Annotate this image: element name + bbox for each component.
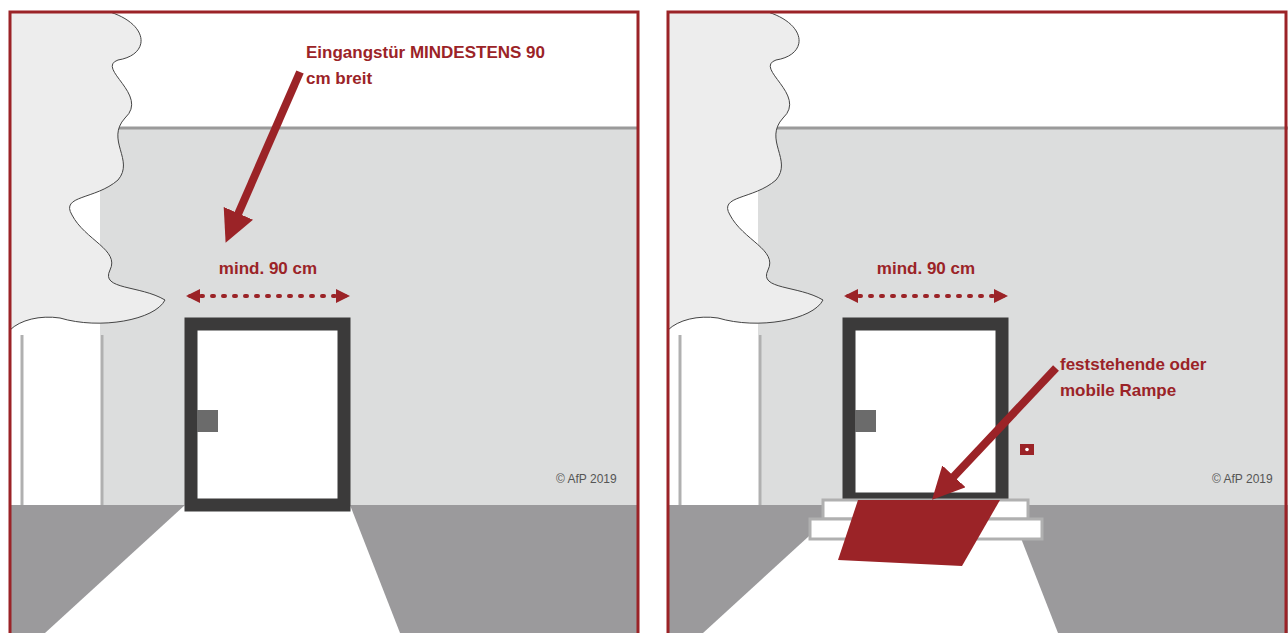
right-panel bbox=[668, 12, 1288, 633]
copyright-note: © AfP 2019 bbox=[556, 470, 617, 488]
dimension-label: mind. 90 cm bbox=[219, 256, 317, 282]
dimension-label: mind. 90 cm bbox=[877, 256, 975, 282]
ramp-note: feststehende oder mobile Rampe bbox=[1060, 352, 1250, 403]
door-width-note: Eingangstür MINDESTENS 90 cm breit bbox=[306, 40, 546, 91]
copyright-note: © AfP 2019 bbox=[1212, 470, 1273, 488]
left-panel bbox=[10, 12, 638, 633]
